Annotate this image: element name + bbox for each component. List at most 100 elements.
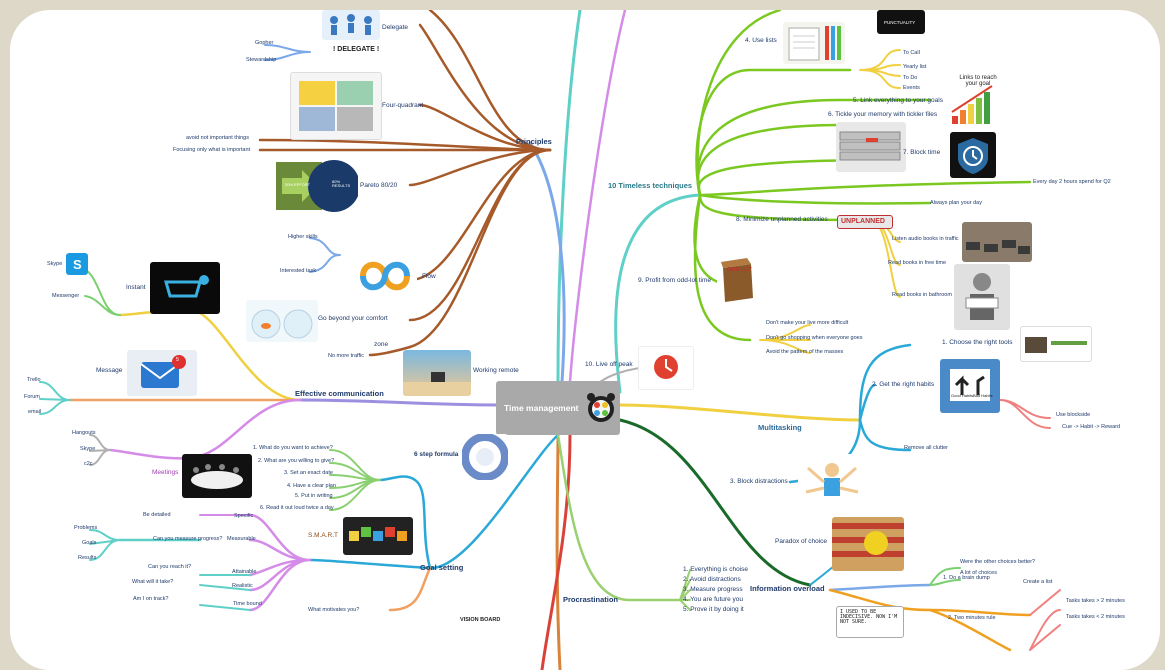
procrastination-item-5[interactable]: 5. Prove it by doing it [683, 606, 744, 613]
node-yearly-list[interactable]: Yearly list [903, 64, 927, 70]
node-use-lists[interactable]: 4. Use lists [745, 37, 777, 44]
step-2[interactable]: 2. What are you willing to give? [258, 458, 335, 464]
node-live-off-peak[interactable]: 10. Live off peak [585, 361, 633, 368]
node-attainable[interactable]: Attainable [232, 569, 257, 575]
skype-icon: S [73, 257, 82, 272]
node-trello[interactable]: Trello [27, 377, 41, 383]
node-motivates[interactable]: What motivates you? [308, 607, 360, 613]
node-block-distractions[interactable]: 3. Block distractions [730, 478, 788, 485]
odd-lot-badge: ODD LOT [727, 267, 752, 273]
step-3[interactable]: 3. Set an exact date [284, 470, 333, 476]
node-be-detailed[interactable]: Be detailed [143, 512, 171, 518]
node-beyond-comfort[interactable]: Go beyond your comfort [318, 315, 388, 322]
node-zone: zone [374, 341, 389, 348]
node-to-do[interactable]: To Do [903, 75, 918, 81]
node-right-tools[interactable]: 1. Choose the right tools [942, 339, 1013, 346]
node-measure-question[interactable]: Can you measure progress? [153, 536, 223, 542]
procrastination-item-2[interactable]: 2. Avoid distractions [683, 576, 741, 583]
branch-principles[interactable]: Principles [516, 137, 552, 146]
node-to-call[interactable]: To Call [903, 50, 920, 56]
node-flow[interactable]: Flow [422, 273, 436, 280]
flow-infinity-image [353, 255, 417, 297]
node-lot-of-choices[interactable]: A lot of choices [960, 570, 997, 576]
node-block-time[interactable]: 7. Block time [903, 149, 941, 156]
branch-timeless-techniques[interactable]: 10 Timeless techniques [608, 181, 693, 190]
node-gopher[interactable]: Gopher [255, 40, 274, 46]
node-working-remote[interactable]: Working remote [473, 367, 519, 374]
node-every-day[interactable]: Every day 2 hours spend for Q2 [1033, 179, 1111, 185]
central-topic[interactable]: Time management [496, 381, 620, 435]
node-higher-skills[interactable]: Higher skills [288, 234, 318, 240]
node-results[interactable]: Results [78, 555, 97, 561]
node-track-question[interactable]: Am I on track? [133, 596, 169, 602]
node-realistic[interactable]: Realistic [232, 583, 253, 589]
traffic-cars-icon [966, 240, 1030, 254]
node-tasks-more-than-2[interactable]: Tasks takes > 2 minutes [1066, 598, 1125, 604]
node-avoid-unimportant[interactable]: avoid not important things [186, 135, 249, 141]
node-message[interactable]: Message [96, 367, 123, 374]
node-messenger[interactable]: Messenger [52, 293, 80, 299]
node-instant[interactable]: Instant [126, 284, 146, 291]
branch-effective-communication[interactable]: Effective communication [295, 389, 384, 398]
node-avoid-masses[interactable]: Avoid the pattern of the masses [766, 349, 844, 355]
node-reach-question[interactable]: Can you reach it? [148, 564, 192, 570]
node-use-blockside[interactable]: Use blockside [1056, 412, 1091, 418]
habits-sign-image: Good Habits Bad Habits [940, 359, 1000, 413]
node-tickle-memory[interactable]: 6. Tickle your memory with tickler files [828, 111, 938, 118]
node-dont-make-difficult[interactable]: Don't make your live more difficult [766, 320, 849, 326]
node-pareto[interactable]: Pareto 80/20 [360, 182, 398, 189]
node-stewardship[interactable]: Stewardship [246, 57, 277, 63]
node-smart[interactable]: S.M.A.R.T [308, 532, 338, 539]
node-dont-go-shopping[interactable]: Don't go shopping when everyone goes [766, 335, 863, 341]
node-skype[interactable]: Skype [47, 261, 63, 267]
node-c2c[interactable]: c2c [84, 461, 93, 467]
node-meetings[interactable]: Meetings [152, 469, 179, 476]
node-take-question[interactable]: What will it take? [132, 579, 174, 585]
node-odd-lot-time[interactable]: 9. Profit from odd-lot time [638, 277, 711, 284]
node-brain-dump[interactable]: 1. Do a brain dump [943, 575, 990, 581]
node-events[interactable]: Events [903, 85, 920, 91]
branch-procrastination[interactable]: Procrastination [563, 595, 619, 604]
node-paradox-of-choice[interactable]: Paradox of choice [775, 538, 828, 545]
node-four-quadrant[interactable]: Four-quadrant [382, 102, 424, 109]
node-time-bound[interactable]: Time bound [233, 601, 262, 607]
node-tasks-less-than-2[interactable]: Tasks takes < 2 minutes [1066, 614, 1125, 620]
procrastination-item-1[interactable]: 1. Everything is choise [683, 566, 749, 573]
node-no-more-traffic[interactable]: No more traffic [328, 353, 364, 359]
node-cue-habit-reward[interactable]: Cue -> Habit -> Reward [1062, 424, 1121, 430]
node-skype-meeting[interactable]: Skype [80, 446, 96, 452]
node-create-list[interactable]: Create a list [1023, 579, 1053, 585]
reading-image [954, 264, 1010, 330]
node-focusing-important[interactable]: Focusing only what is important [173, 147, 251, 153]
node-always-plan[interactable]: Always plan your day [930, 200, 982, 206]
node-read-books-free-time[interactable]: Read books in free time [888, 260, 947, 266]
node-forum[interactable]: Forum [24, 394, 40, 400]
branch-goal-setting[interactable]: Goal setting [420, 563, 464, 572]
branch-information-overload[interactable]: Information overload [750, 584, 825, 593]
node-email[interactable]: email [28, 409, 42, 415]
node-goals[interactable]: Goals [82, 540, 97, 546]
node-interested-task[interactable]: Interested task [280, 268, 317, 274]
node-remove-clutter[interactable]: Remove all clutter [904, 445, 949, 451]
node-measurable[interactable]: Measurable [227, 536, 256, 542]
procrastination-item-4[interactable]: 4. You are future you [683, 596, 743, 603]
branch-multitasking[interactable]: Multitasking [758, 423, 802, 432]
procrastination-item-3[interactable]: 3. Measure progress [683, 586, 743, 593]
node-right-habits[interactable]: 2. Get the right habits [872, 381, 935, 388]
six-step-wheel [462, 434, 508, 480]
step-1[interactable]: 1. What do you want to achieve? [253, 445, 333, 451]
node-listen-audio-books[interactable]: Listen audio books in traffic [892, 236, 959, 242]
node-minimize-unplanned[interactable]: 8. Minimize unplanned activities [736, 216, 828, 223]
node-other-choices[interactable]: Were the other choices better? [960, 559, 1036, 565]
step-6[interactable]: 6. Read it out loud twice a day [260, 505, 334, 511]
node-six-step-formula[interactable]: 6 step formula [414, 451, 459, 458]
node-read-books-bathroom[interactable]: Read books in bathroom [892, 292, 952, 298]
node-problems[interactable]: Problems [74, 525, 98, 531]
step-4[interactable]: 4. Have a clear plan [287, 483, 336, 489]
node-two-minutes-rule[interactable]: 2. Two minutes rule [948, 615, 996, 621]
node-delegate[interactable]: Delegate [382, 24, 409, 31]
node-link-goals[interactable]: 5. Link everything to your goals [853, 97, 943, 104]
step-5[interactable]: 5. Put in writing [295, 493, 333, 499]
node-specific[interactable]: Specific [234, 513, 254, 519]
node-hangouts[interactable]: Hangouts [72, 430, 96, 436]
